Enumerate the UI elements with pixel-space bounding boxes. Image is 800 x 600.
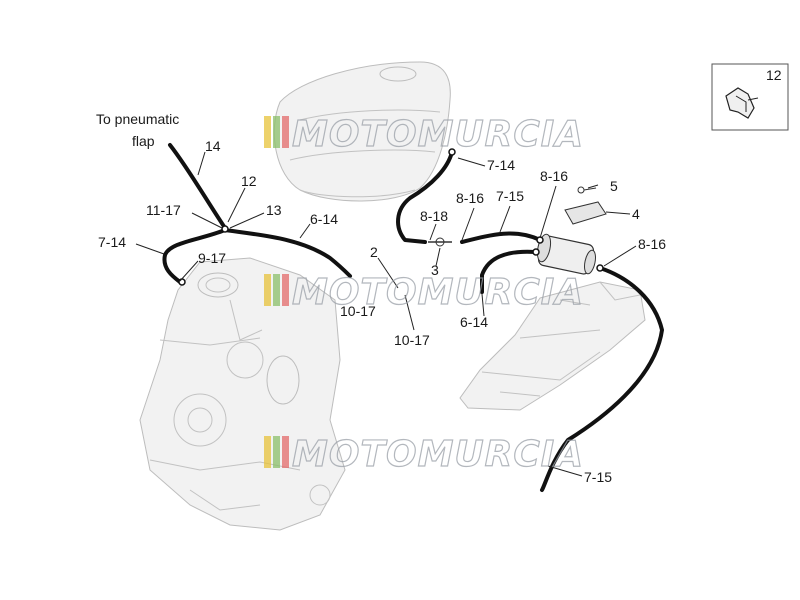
cover-part-4 <box>564 201 607 225</box>
part-labels: To pneumatic flap 14 12 11-17 13 7-14 9-… <box>96 111 666 485</box>
watermark-stripe-1 <box>264 274 271 306</box>
watermark-middle: MOTOMURCIA <box>264 271 584 314</box>
label-5: 5 <box>610 178 618 194</box>
label-7-15-bottom: 7-15 <box>584 469 612 485</box>
label-10-17-faded: 10-17 <box>340 303 376 319</box>
hose-7-14-tank <box>396 150 454 244</box>
carbon-canister <box>536 233 596 275</box>
watermark-stripe-1 <box>264 116 271 148</box>
hose-to-pneumatic-flap <box>168 143 227 230</box>
watermark-text: MOTOMURCIA <box>292 434 584 475</box>
watermark-stripe-3 <box>282 116 289 148</box>
label-7-14-left: 7-14 <box>98 234 126 250</box>
watermark-stripe-3 <box>282 436 289 468</box>
hose-7-15-top <box>460 231 542 244</box>
hose-left-7-14 <box>162 228 227 284</box>
watermark-stripe-2 <box>273 116 280 148</box>
label-13: 13 <box>266 202 282 218</box>
label-11-17: 11-17 <box>146 202 181 218</box>
watermark-text: MOTOMURCIA <box>292 114 584 155</box>
watermark-stripe-3 <box>282 274 289 306</box>
fitting-3 <box>428 237 452 247</box>
label-to-pneumatic-line2: flap <box>132 133 155 149</box>
frame-sketch <box>459 281 646 411</box>
watermark-bottom: MOTOMURCIA <box>264 433 584 476</box>
label-8-16-c: 8-16 <box>638 236 666 252</box>
clip-icon <box>725 87 759 119</box>
hose-6-14-mid <box>480 249 538 294</box>
label-2: 2 <box>370 244 378 260</box>
clamps <box>178 148 604 286</box>
inset-box: 12 <box>711 63 789 131</box>
label-6-14-top: 6-14 <box>310 211 338 227</box>
hose-7-15-long <box>540 266 664 492</box>
screw-5 <box>577 186 597 194</box>
label-7-15-top: 7-15 <box>496 188 524 204</box>
leader-lines <box>135 151 637 477</box>
label-8-18: 8-18 <box>420 208 448 224</box>
watermark-text: MOTOMURCIA <box>292 272 584 313</box>
watermark-stripe-2 <box>273 436 280 468</box>
label-to-pneumatic-line1: To pneumatic <box>96 111 179 127</box>
label-9-17: 9-17 <box>198 250 226 266</box>
watermark-stripe-2 <box>273 274 280 306</box>
fuel-tank-sketch <box>273 61 451 202</box>
label-14: 14 <box>205 138 221 154</box>
label-7-14-tank: 7-14 <box>487 157 515 173</box>
watermark-stripe-1 <box>264 436 271 468</box>
label-10-17: 10-17 <box>394 332 430 348</box>
watermark-top: MOTOMURCIA <box>264 113 584 156</box>
hose-6-14-top <box>223 228 352 278</box>
label-8-16-a: 8-16 <box>540 168 568 184</box>
label-6-14-mid: 6-14 <box>460 314 488 330</box>
hoses <box>162 143 664 492</box>
label-4: 4 <box>632 206 640 222</box>
label-12: 12 <box>241 173 257 189</box>
label-3: 3 <box>431 262 439 278</box>
engine-sketch <box>139 257 346 531</box>
inset-number: 12 <box>766 67 782 83</box>
label-8-16-b: 8-16 <box>456 190 484 206</box>
